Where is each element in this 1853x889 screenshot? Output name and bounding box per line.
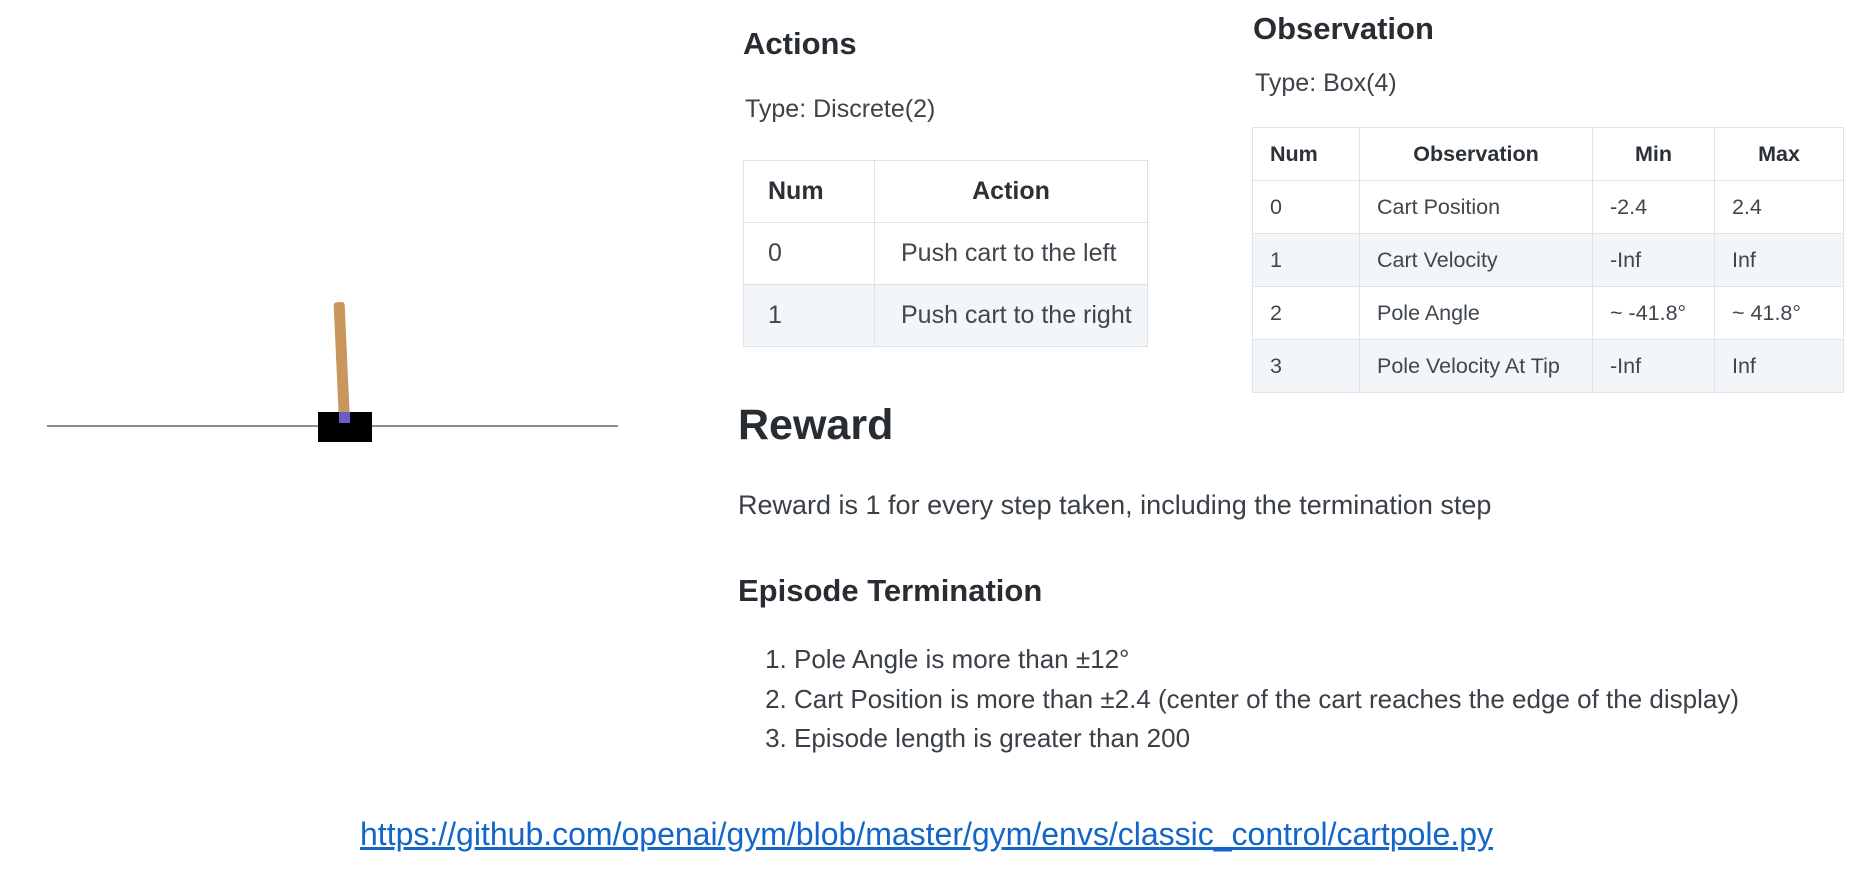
- obs-col-min-header: Min: [1592, 127, 1715, 181]
- table-row: 1 Push cart to the right: [743, 284, 1148, 347]
- cartpole-pole: [333, 301, 350, 423]
- table-cell: -2.4: [1592, 180, 1715, 234]
- actions-table: Num Action 0 Push cart to the left 1 Pus…: [743, 160, 1148, 347]
- list-item: Pole Angle is more than ±12°: [794, 640, 1739, 680]
- reward-text: Reward is 1 for every step taken, includ…: [738, 490, 1492, 520]
- actions-heading: Actions: [743, 26, 857, 61]
- observation-heading: Observation: [1253, 11, 1434, 46]
- table-row: 0 Push cart to the left: [743, 222, 1148, 285]
- table-cell: 2.4: [1714, 180, 1844, 234]
- table-cell: 1: [1252, 233, 1360, 287]
- table-cell: -Inf: [1592, 233, 1715, 287]
- table-cell: Push cart to the left: [874, 222, 1148, 285]
- table-row: 1 Cart Velocity -Inf Inf: [1252, 233, 1844, 287]
- table-header-row: Num Observation Min Max: [1252, 127, 1844, 181]
- table-cell: 3: [1252, 339, 1360, 393]
- table-cell: 0: [1252, 180, 1360, 234]
- list-item: Episode length is greater than 200: [794, 719, 1739, 759]
- obs-col-observation-header: Observation: [1359, 127, 1593, 181]
- table-cell: Pole Velocity At Tip: [1359, 339, 1593, 393]
- table-cell: -Inf: [1592, 339, 1715, 393]
- obs-col-num-header: Num: [1252, 127, 1360, 181]
- actions-col-num-header: Num: [743, 160, 875, 223]
- observation-type-label: Type: Box(4): [1255, 69, 1397, 97]
- actions-type-label: Type: Discrete(2): [745, 95, 936, 123]
- table-header-row: Num Action: [743, 160, 1148, 223]
- observation-table: Num Observation Min Max 0 Cart Position …: [1252, 127, 1844, 393]
- reward-heading: Reward: [738, 401, 894, 449]
- table-cell: ~ 41.8°: [1714, 286, 1844, 340]
- episode-termination-heading: Episode Termination: [738, 573, 1043, 608]
- table-cell: Push cart to the right: [874, 284, 1148, 347]
- table-row: 2 Pole Angle ~ -41.8° ~ 41.8°: [1252, 286, 1844, 340]
- actions-col-action-header: Action: [874, 160, 1148, 223]
- cartpole-axle: [339, 412, 350, 423]
- table-row: 3 Pole Velocity At Tip -Inf Inf: [1252, 339, 1844, 393]
- table-cell: Cart Position: [1359, 180, 1593, 234]
- list-item: Cart Position is more than ±2.4 (center …: [794, 680, 1739, 720]
- table-cell: 2: [1252, 286, 1360, 340]
- table-cell: Inf: [1714, 339, 1844, 393]
- table-cell: ~ -41.8°: [1592, 286, 1715, 340]
- table-cell: Pole Angle: [1359, 286, 1593, 340]
- obs-col-max-header: Max: [1714, 127, 1844, 181]
- table-cell: Cart Velocity: [1359, 233, 1593, 287]
- table-cell: Inf: [1714, 233, 1844, 287]
- source-link-row: https://github.com/openai/gym/blob/maste…: [0, 816, 1853, 853]
- episode-termination-list: Pole Angle is more than ±12° Cart Positi…: [742, 640, 1739, 759]
- source-link[interactable]: https://github.com/openai/gym/blob/maste…: [360, 816, 1493, 852]
- table-row: 0 Cart Position -2.4 2.4: [1252, 180, 1844, 234]
- table-cell: 0: [743, 222, 875, 285]
- table-cell: 1: [743, 284, 875, 347]
